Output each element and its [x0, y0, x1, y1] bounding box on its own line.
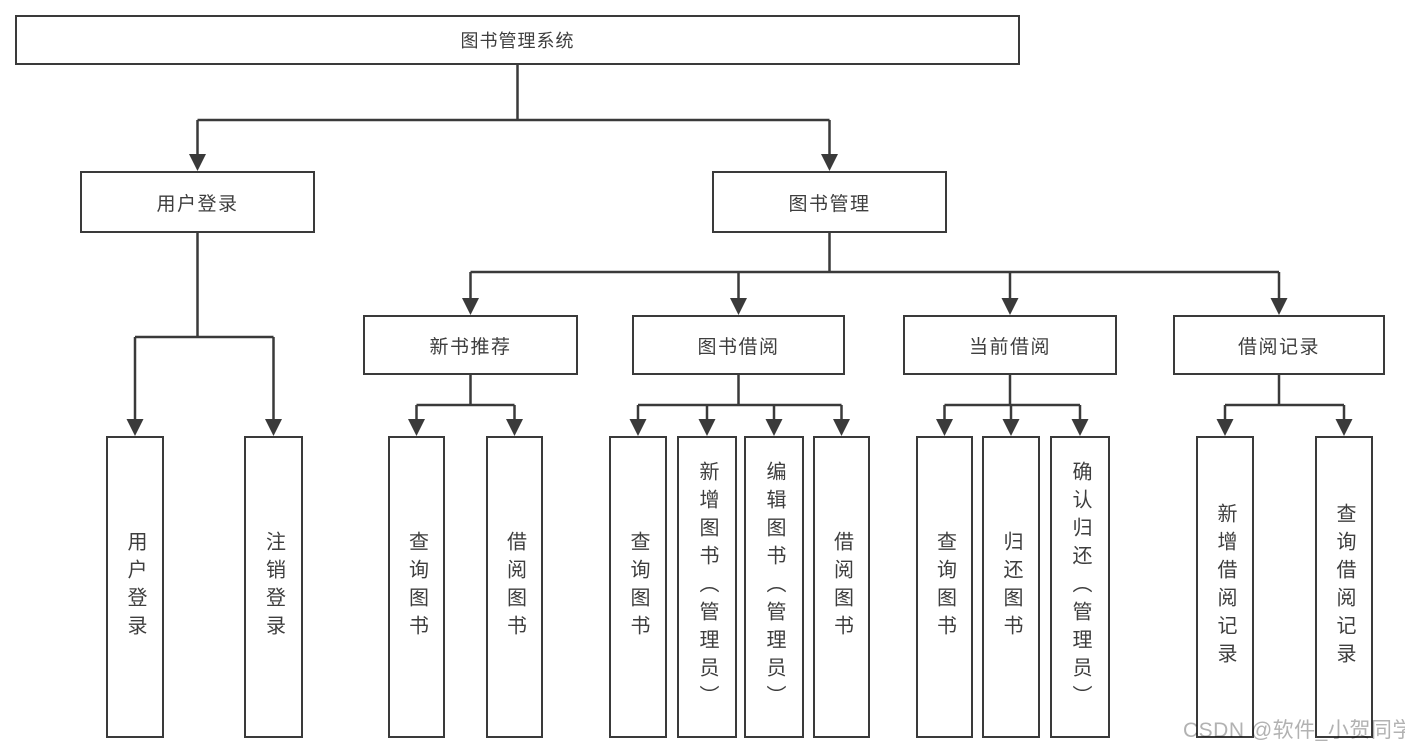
node-label: 新增图书（管理员）: [696, 461, 718, 713]
leaf-borrow-books: 借阅图书: [813, 436, 870, 738]
node-label: 图书借阅: [697, 336, 780, 358]
node-label: 新书推荐: [429, 336, 512, 358]
leaf-query-books-current: 查询图书: [916, 436, 973, 738]
leaf-confirm-return-admin: 确认归还（管理员）: [1050, 436, 1110, 738]
leaf-logout: 注销登录: [244, 436, 303, 738]
edge-book-borrow-branch: [636, 375, 843, 423]
node-label: 图书管理: [788, 193, 871, 215]
edge-user-login-branch: [133, 233, 275, 423]
csdn-watermark: CSDN @软件_小贺同学: [1183, 719, 1405, 742]
node-new-book-recommend: 新书推荐: [363, 315, 578, 375]
node-label: 查询图书: [933, 531, 956, 643]
node-label: 查询图书: [405, 531, 428, 643]
node-label: 用户登录: [124, 531, 146, 643]
node-borrow-record: 借阅记录: [1173, 315, 1385, 375]
leaf-query-books-recommend: 查询图书: [388, 436, 445, 738]
leaf-return-books: 归还图书: [982, 436, 1040, 738]
edge-book-management-branch: [469, 233, 1281, 302]
node-label: 当前借阅: [968, 336, 1051, 358]
node-label: 归还图书: [1000, 531, 1022, 643]
node-label: 新增借阅记录: [1214, 503, 1236, 671]
leaf-query-books-borrow: 查询图书: [609, 436, 667, 738]
node-book-borrow: 图书借阅: [632, 315, 845, 375]
node-label: 注销登录: [262, 531, 285, 643]
node-label: 查询借阅记录: [1333, 503, 1355, 671]
node-label: 图书管理系统: [460, 31, 575, 51]
leaf-borrow-books-recommend: 借阅图书: [486, 436, 543, 738]
node-label: 借阅记录: [1237, 336, 1320, 358]
leaf-add-books-admin: 新增图书（管理员）: [677, 436, 737, 738]
leaf-edit-books-admin: 编辑图书（管理员）: [744, 436, 804, 738]
node-label: 借阅图书: [830, 531, 853, 643]
edge-current-borrow-branch: [943, 375, 1082, 423]
node-book-management: 图书管理: [712, 171, 947, 233]
node-label: 借阅图书: [503, 531, 526, 643]
node-label: 确认归还（管理员）: [1069, 461, 1091, 713]
node-label: 用户登录: [156, 193, 239, 215]
edge-root-to-level2: [196, 65, 831, 158]
node-label: 编辑图书（管理员）: [763, 461, 785, 713]
node-root-library-management-system: 图书管理系统: [15, 15, 1020, 65]
leaf-add-borrow-record: 新增借阅记录: [1196, 436, 1254, 738]
leaf-user-login: 用户登录: [106, 436, 164, 738]
edge-borrow-record-branch: [1223, 375, 1346, 423]
node-current-borrow: 当前借阅: [903, 315, 1117, 375]
edge-new-book-branch: [415, 375, 516, 423]
node-label: 查询图书: [627, 531, 649, 643]
node-user-login: 用户登录: [80, 171, 315, 233]
leaf-query-borrow-record: 查询借阅记录: [1315, 436, 1373, 738]
